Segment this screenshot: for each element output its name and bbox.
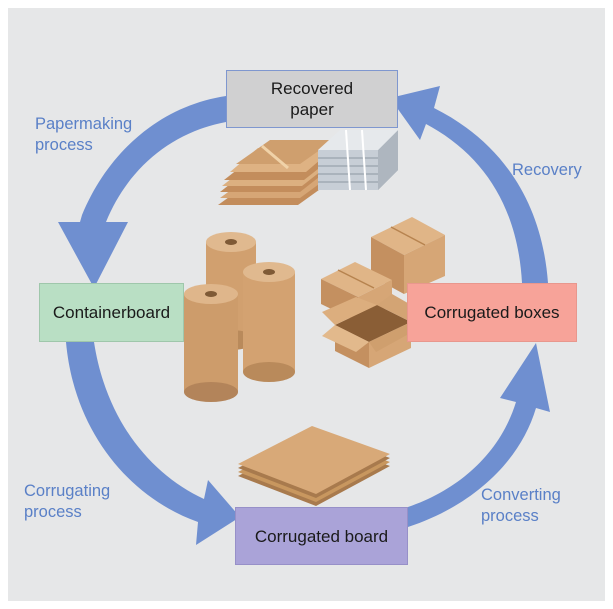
node-corrugated-boxes: Corrugated boxes (407, 283, 577, 342)
paper-rolls-icon (184, 232, 295, 402)
node-recovered-paper-label: Recovered paper (270, 79, 354, 119)
arrow-recovery (390, 86, 548, 283)
newspaper-bundle-icon (318, 129, 398, 191)
corrugated-sheets-icon (238, 426, 390, 506)
cardboard-stack-icon (218, 140, 334, 205)
node-recovered-paper: Recovered paper (226, 70, 398, 128)
process-label-corrugating: Corrugating process (24, 482, 111, 521)
node-corrugated-board: Corrugated board (235, 507, 408, 565)
process-label-papermaking: Papermaking process (35, 115, 133, 154)
node-containerboard: Containerboard (39, 283, 184, 342)
arrow-converting (408, 343, 550, 527)
arrow-papermaking (58, 96, 226, 288)
process-label-converting: Converting process (481, 486, 561, 525)
node-containerboard-label: Containerboard (52, 303, 171, 322)
cycle-arrows (58, 86, 550, 545)
node-corrugated-board-label: Corrugated board (254, 526, 389, 546)
arrow-corrugating (66, 342, 240, 545)
process-label-recovery: Recovery (512, 161, 582, 179)
node-corrugated-boxes-label: Corrugated boxes (424, 303, 560, 322)
